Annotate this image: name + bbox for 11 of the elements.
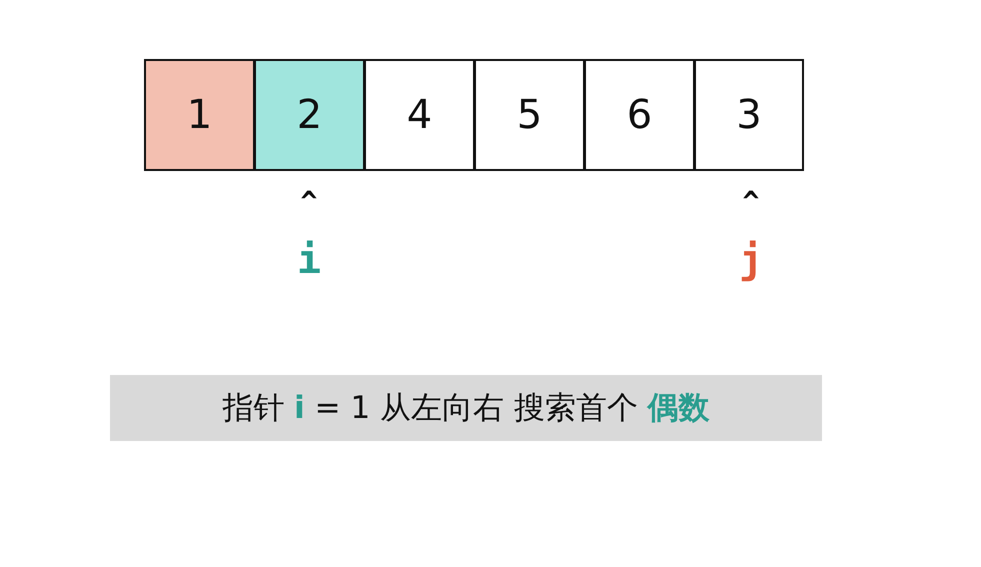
array-cell: 2: [254, 59, 365, 171]
caption-band: 指针 i = 1 从左向右 搜索首个 偶数: [110, 375, 822, 441]
pointer-caret: ^: [300, 188, 318, 216]
array-cell: 1: [144, 59, 255, 171]
pointer-caret: ^: [742, 188, 760, 216]
pointer-label: j: [739, 240, 764, 280]
pointer-label: i: [297, 240, 322, 280]
array-cell: 4: [364, 59, 475, 171]
array-cell: 5: [474, 59, 585, 171]
array-cell: 6: [584, 59, 695, 171]
array-cell: 3: [694, 59, 804, 171]
